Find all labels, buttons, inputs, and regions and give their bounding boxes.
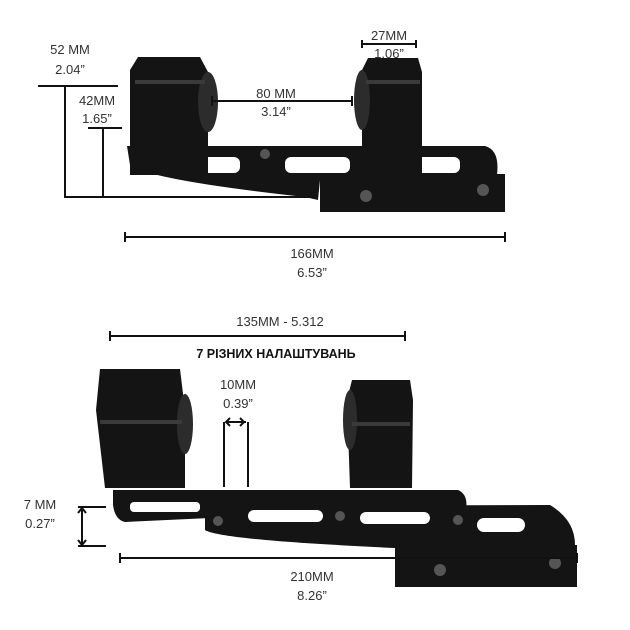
top-ring-spacing-mm: 80 MM xyxy=(256,86,296,101)
top-ring-right xyxy=(362,58,422,175)
bottom-step-mm: 10MM xyxy=(219,377,257,392)
top-height-center-in: 1.65” xyxy=(82,111,112,126)
bottom-ring-left xyxy=(96,369,185,488)
top-length-in: 6.53” xyxy=(297,265,327,280)
bottom-scope-mount xyxy=(96,369,577,587)
bottom-dimension-lines xyxy=(77,331,578,563)
top-height-center-mm: 42MM xyxy=(78,93,116,108)
bottom-offset-in: 0.27” xyxy=(25,516,55,531)
bottom-settings-note: 7 РІЗНИХ НАЛАШТУВАНЬ xyxy=(196,347,356,361)
top-mount-base-block xyxy=(320,174,505,212)
bottom-offset-mm: 7 MM xyxy=(23,497,57,512)
top-ring-width-mm: 27MM xyxy=(370,28,408,43)
top-height-total-mm: 52 MM xyxy=(50,42,90,57)
bottom-length-mm: 210MM xyxy=(290,569,334,584)
top-dimension-lines xyxy=(38,40,506,242)
bottom-length-in: 8.26” xyxy=(297,588,327,603)
bottom-step-in: 0.39” xyxy=(223,396,253,411)
top-ring-spacing-in: 3.14” xyxy=(261,104,291,119)
bottom-adjust-range: 135MM - 5.312 xyxy=(236,314,324,329)
top-ring-width-in: 1.06” xyxy=(374,46,404,61)
top-scope-mount xyxy=(127,57,505,212)
top-height-total-in: 2.04” xyxy=(55,62,85,77)
bottom-mount-base-block xyxy=(395,545,577,587)
top-length-mm: 166MM xyxy=(290,246,334,261)
top-ring-left xyxy=(130,57,208,175)
bottom-ring-right xyxy=(347,380,413,488)
